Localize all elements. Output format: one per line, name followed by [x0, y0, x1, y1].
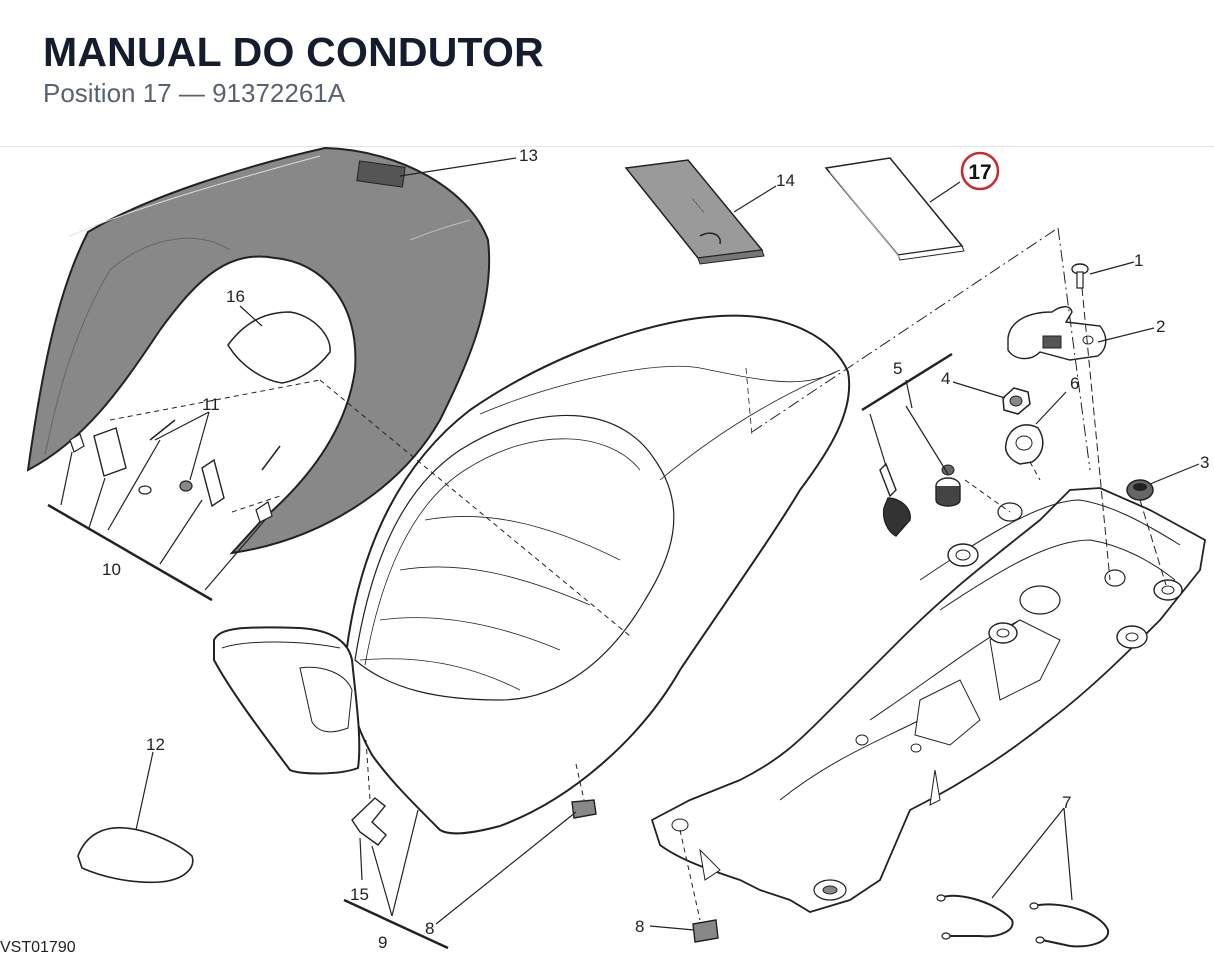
seat-lock-part-2[interactable]: [1007, 306, 1107, 361]
exploded-parts-diagram: ~~~~: [0, 146, 1209, 956]
callout-11[interactable]: 11: [202, 395, 220, 414]
figure-reference-code: VST01790: [0, 939, 76, 956]
seat-cover-crease: [409, 219, 471, 241]
leader-lines: [60, 157, 1200, 931]
screw-part-1[interactable]: [1071, 263, 1089, 289]
callout-8-frame[interactable]: 8: [635, 917, 644, 936]
callout-8-seat[interactable]: 8: [425, 919, 434, 938]
seat-cover-part[interactable]: [26, 146, 491, 555]
callout-5[interactable]: 5: [893, 359, 902, 378]
screws-part-11[interactable]: [138, 419, 281, 495]
seat-subframe-part[interactable]: [650, 487, 1206, 913]
seat-front-bracket: [213, 626, 361, 775]
callout-6[interactable]: 6: [1070, 374, 1079, 393]
grommet-part-3[interactable]: [1126, 479, 1154, 501]
callout-14[interactable]: 14: [776, 171, 795, 190]
page-subtitle: Position 17 — 91372261A: [43, 78, 346, 108]
page-title: MANUAL DO CONDUTOR: [43, 29, 544, 75]
key-and-lock-part-5[interactable]: [879, 462, 961, 537]
hinge-hardware-part-10[interactable]: [69, 427, 273, 523]
callout-4[interactable]: 4: [941, 369, 950, 388]
pad-part-16[interactable]: [227, 311, 331, 384]
seat-cover-badge: [356, 160, 406, 188]
seat-cover-seam: [69, 155, 321, 237]
seat-cover-inner-edge: [44, 237, 231, 456]
callout-1[interactable]: 1: [1134, 251, 1143, 270]
callout-17: 17: [968, 161, 991, 184]
rider-seat-part[interactable]: [344, 314, 851, 835]
rider-seat-outline: [344, 314, 851, 835]
callout-9[interactable]: 9: [378, 933, 387, 952]
clip-part-15[interactable]: [351, 797, 387, 846]
callout-7[interactable]: 7: [1062, 793, 1071, 812]
manual-part-14[interactable]: ~~~~: [624, 159, 765, 265]
ring-bracket-part-6[interactable]: [1004, 424, 1044, 465]
rubber-pad-part-8b[interactable]: [692, 919, 719, 943]
seat-cover-shell: [26, 146, 491, 555]
highlighted-callout-17[interactable]: 17: [960, 151, 1000, 191]
callout-3[interactable]: 3: [1200, 453, 1209, 472]
highlight-ring: [960, 151, 1000, 191]
manual-part-17[interactable]: [824, 157, 965, 261]
page-header: MANUAL DO CONDUTOR Position 17 — 9137226…: [0, 0, 1214, 147]
cushion-part-12[interactable]: [77, 826, 194, 884]
callout-12[interactable]: 12: [146, 735, 165, 754]
callout-10[interactable]: 10: [102, 560, 121, 579]
callout-2[interactable]: 2: [1156, 317, 1165, 336]
assembly-guide-lines: [109, 227, 1167, 921]
nut-part-4[interactable]: [1002, 387, 1031, 415]
rubber-pad-part-8a[interactable]: [571, 799, 597, 819]
callout-labels: 1 2 3 4 5 6 7 8 8 9 10 11 12 13 14 15 16: [102, 146, 1209, 952]
callout-15[interactable]: 15: [350, 885, 369, 904]
callout-13[interactable]: 13: [519, 146, 538, 165]
helmet-cable-part-7[interactable]: [936, 894, 1110, 948]
callout-16[interactable]: 16: [226, 287, 245, 306]
